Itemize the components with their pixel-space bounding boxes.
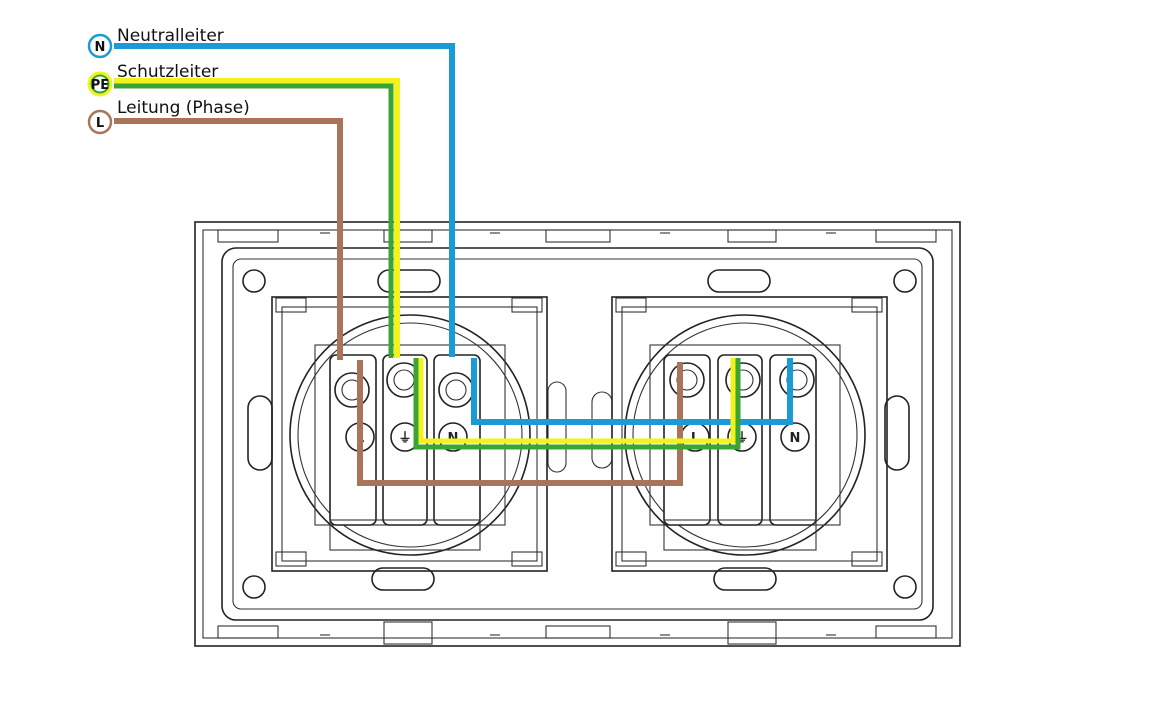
- wire-phase-feed: [114, 118, 343, 360]
- phase-label: Leitung (Phase): [117, 98, 250, 118]
- legend: N Neutralleiter PE Schutzleiter L Leitun…: [87, 26, 250, 135]
- neutral-badge-text: N: [95, 40, 106, 55]
- phase-badge-icon: [87, 109, 113, 135]
- terminal-label: ⏚: [398, 431, 411, 446]
- wire-earth-feed: [114, 83, 394, 358]
- wire-earth-bridge-stripe: [418, 358, 736, 444]
- neutral-badge-icon: [87, 33, 113, 59]
- earth-badge-text: PE: [91, 78, 109, 93]
- earth-label: Schutzleiter: [117, 62, 218, 82]
- wire-neutral-feed: [114, 43, 455, 357]
- wire-earth-feed-stripe: [114, 78, 400, 358]
- wires: [114, 43, 793, 486]
- neutral-label: Neutralleiter: [117, 26, 224, 46]
- wire-neutral-bridge: [471, 358, 793, 425]
- legend-earth: PE Schutzleiter: [87, 62, 218, 97]
- wire-earth-bridge: [413, 358, 741, 450]
- legend-phase: L Leitung (Phase): [87, 98, 250, 135]
- socket-2-terminal-n: N: [779, 362, 815, 452]
- phase-badge-text: L: [96, 116, 104, 131]
- frame: [194, 221, 961, 647]
- socket-1: L ⏚ N: [271, 296, 548, 572]
- terminal-label: N: [790, 431, 801, 446]
- socket-2: L ⏚ N: [611, 296, 888, 572]
- earth-badge-ring-icon: [90, 74, 110, 94]
- legend-neutral: N Neutralleiter: [87, 26, 224, 59]
